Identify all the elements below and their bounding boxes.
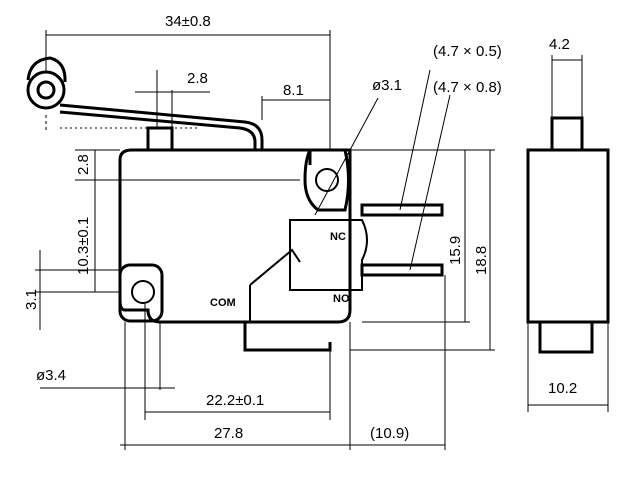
dim-top-offset: 2.8 (75, 154, 92, 175)
dim-side-terminal-width: 4.2 (549, 36, 570, 53)
dim-mount-hole-dia: ø3.1 (372, 77, 402, 94)
label-no: NO (333, 293, 350, 305)
dimension-lines (35, 30, 609, 450)
dim-lever-offset: 2.8 (187, 70, 208, 87)
switch-body-side (526, 116, 610, 354)
dim-hole-spacing: 22.2±0.1 (206, 392, 264, 409)
dim-body-height: 18.8 (473, 246, 490, 275)
dim-lever-tip: 8.1 (283, 82, 304, 99)
lever-arm (26, 56, 264, 150)
dim-terminal-extension: (10.9) (370, 425, 409, 442)
dim-hole-offset-vertical: 3.1 (23, 289, 40, 310)
dim-body-length: 27.8 (214, 425, 243, 442)
label-com: COM (210, 297, 236, 309)
dim-terminal-small: (4.7 × 0.5) (433, 43, 502, 60)
dim-terminal-span: 15.9 (447, 236, 464, 265)
lower-mount-hole (131, 280, 155, 304)
dim-side-hole-dia: ø3.4 (36, 367, 66, 384)
dim-side-width: 10.2 (548, 380, 577, 397)
dim-overall-length: 34±0.8 (165, 13, 211, 30)
label-nc: NC (330, 231, 346, 243)
dim-terminal-large: (4.7 × 0.8) (433, 79, 502, 96)
upper-mount-hole (315, 168, 339, 192)
terminals (243, 203, 444, 352)
dim-hole-height: 10.3±0.1 (75, 217, 92, 275)
roller-wheel (26, 70, 66, 110)
switch-body-front (118, 126, 368, 324)
